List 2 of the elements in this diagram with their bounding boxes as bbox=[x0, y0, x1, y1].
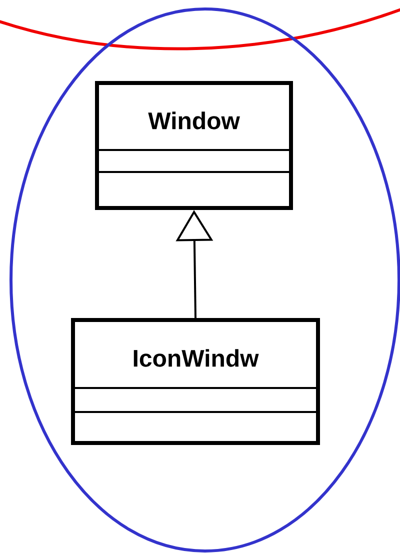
class-box: IconWindw bbox=[71, 318, 320, 445]
class-box: Window bbox=[95, 81, 293, 210]
